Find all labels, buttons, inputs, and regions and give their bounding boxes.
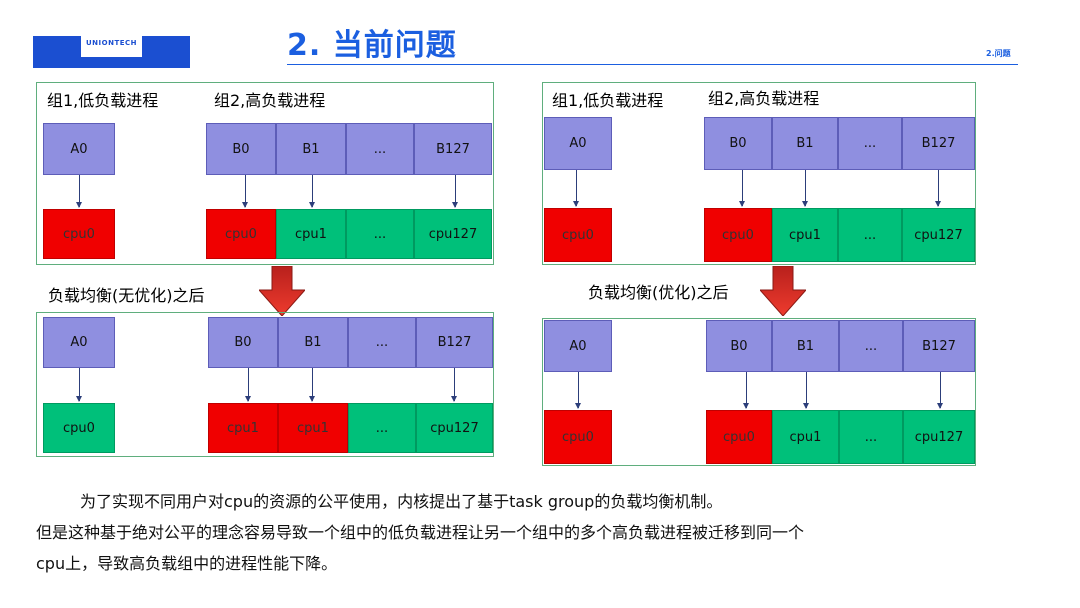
process-ellipsis: ...: [346, 123, 414, 175]
process-a0: A0: [43, 317, 115, 368]
group2-label: 组2,高负载进程: [214, 91, 326, 110]
process-b0: B0: [706, 320, 772, 372]
mapping-arrow: [309, 368, 315, 402]
process-ellipsis: ...: [838, 117, 902, 170]
explanation-line-3: cpu上，导致高负载组中的进程性能下降。: [36, 554, 338, 573]
mapping-arrow: [743, 372, 749, 409]
mapping-arrow: [935, 170, 941, 207]
uniontech-logo: UNIONTECH: [33, 36, 190, 68]
cpu1-box: cpu1: [278, 403, 348, 453]
cpu0-box: cpu0: [43, 403, 115, 453]
left-before-panel: [36, 82, 494, 265]
process-b1: B1: [772, 117, 838, 170]
cpu-ellipsis-box: ...: [838, 208, 902, 262]
cpu0-box: cpu0: [706, 410, 772, 464]
after-optimization-label: 负载均衡(优化)之后: [588, 283, 729, 302]
left-after-panel: [36, 312, 494, 457]
cpu127-box: cpu127: [903, 410, 975, 464]
cpu0-box: cpu0: [704, 208, 772, 262]
mapping-arrow: [309, 175, 315, 208]
process-b0: B0: [704, 117, 772, 170]
process-b127: B127: [902, 117, 975, 170]
cpu1-box: cpu1: [772, 208, 838, 262]
process-b1: B1: [276, 123, 346, 175]
mapping-arrow: [937, 372, 943, 409]
mapping-arrow: [573, 170, 579, 207]
process-ellipsis: ...: [348, 317, 416, 368]
cpu-ellipsis-box: ...: [346, 209, 414, 259]
cpu0-box: cpu0: [544, 208, 612, 262]
group2-label: 组2,高负载进程: [708, 89, 820, 108]
cpu-ellipsis-box: ...: [348, 403, 416, 453]
cpu0-box: cpu0: [206, 209, 276, 259]
process-b1: B1: [278, 317, 348, 368]
process-b127: B127: [414, 123, 492, 175]
explanation-line-1: 为了实现不同用户对cpu的资源的公平使用，内核提出了基于task group的负…: [80, 492, 723, 511]
cpu0-box: cpu0: [43, 209, 115, 259]
cpu1-box: cpu1: [208, 403, 278, 453]
cpu0-box: cpu0: [544, 410, 612, 464]
after-no-optimization-label: 负载均衡(无优化)之后: [48, 286, 205, 305]
cpu-ellipsis-box: ...: [839, 410, 903, 464]
process-a0: A0: [43, 123, 115, 175]
process-b1: B1: [772, 320, 839, 372]
logo-text: UNIONTECH: [85, 39, 137, 47]
mapping-arrow: [739, 170, 745, 207]
mapping-arrow: [452, 175, 458, 208]
explanation-line-2: 但是这种基于绝对公平的理念容易导致一个组中的低负载进程让另一个组中的多个高负载进…: [36, 523, 805, 542]
header-divider: [287, 64, 1018, 65]
cpu127-box: cpu127: [414, 209, 492, 259]
mapping-arrow: [451, 368, 457, 402]
mapping-arrow: [76, 368, 82, 402]
mapping-arrow: [242, 175, 248, 208]
cpu127-box: cpu127: [902, 208, 975, 262]
mapping-arrow: [803, 372, 809, 409]
process-b0: B0: [206, 123, 276, 175]
process-a0: A0: [544, 117, 612, 170]
process-b127: B127: [903, 320, 975, 372]
down-arrow-icon: [760, 266, 806, 316]
process-a0: A0: [544, 320, 612, 372]
group1-label: 组1,低负载进程: [47, 91, 159, 110]
process-b0: B0: [208, 317, 278, 368]
section-label: 2.问题: [986, 49, 1011, 58]
process-b127: B127: [416, 317, 493, 368]
mapping-arrow: [76, 175, 82, 208]
page-title: 2. 当前问题: [287, 28, 457, 63]
cpu127-box: cpu127: [416, 403, 493, 453]
cpu1-box: cpu1: [276, 209, 346, 259]
cpu1-box: cpu1: [772, 410, 839, 464]
mapping-arrow: [575, 372, 581, 409]
down-arrow-icon: [259, 266, 305, 316]
mapping-arrow: [802, 170, 808, 207]
group1-label: 组1,低负载进程: [552, 91, 664, 110]
process-ellipsis: ...: [839, 320, 903, 372]
right-after-panel: [542, 318, 976, 466]
mapping-arrow: [245, 368, 251, 402]
right-before-panel: [542, 82, 976, 265]
